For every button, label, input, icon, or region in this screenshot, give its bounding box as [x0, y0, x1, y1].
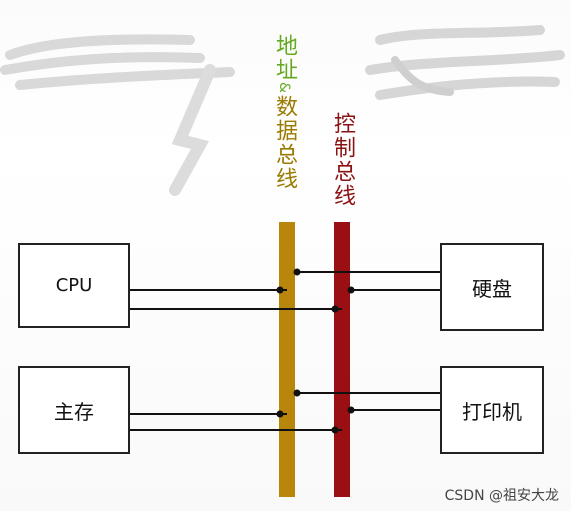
junction-printer-address — [293, 389, 301, 397]
junction-printer-control — [347, 406, 355, 414]
junction-cpu-address — [276, 286, 284, 294]
main-memory-box: 主存 — [18, 366, 130, 454]
control-bus-label: 控制总线 — [330, 112, 355, 208]
junction-disk-address — [293, 268, 301, 276]
printer-label: 打印机 — [462, 399, 522, 424]
junction-cpu-control — [331, 305, 339, 313]
junction-memory-address — [276, 410, 284, 418]
hard-disk-box: 硬盘 — [440, 243, 544, 331]
hard-disk-label: 硬盘 — [472, 276, 512, 301]
junction-disk-control — [347, 286, 355, 294]
watermark: CSDN @祖安大龙 — [444, 488, 559, 504]
address-data-bus-label-amp: & — [276, 82, 292, 95]
address-data-bus-label-part2: 数据总线 — [272, 94, 297, 191]
junction-memory-control — [331, 426, 339, 434]
cpu-box: CPU — [18, 243, 130, 328]
main-memory-label: 主存 — [54, 399, 94, 424]
cpu-label: CPU — [55, 275, 93, 296]
printer-box: 打印机 — [440, 366, 544, 454]
handwritten-scribble — [0, 25, 565, 196]
address-data-bus-label: 地址&数据总线 — [272, 34, 297, 191]
address-data-bus-label-part1: 地址 — [272, 34, 297, 82]
